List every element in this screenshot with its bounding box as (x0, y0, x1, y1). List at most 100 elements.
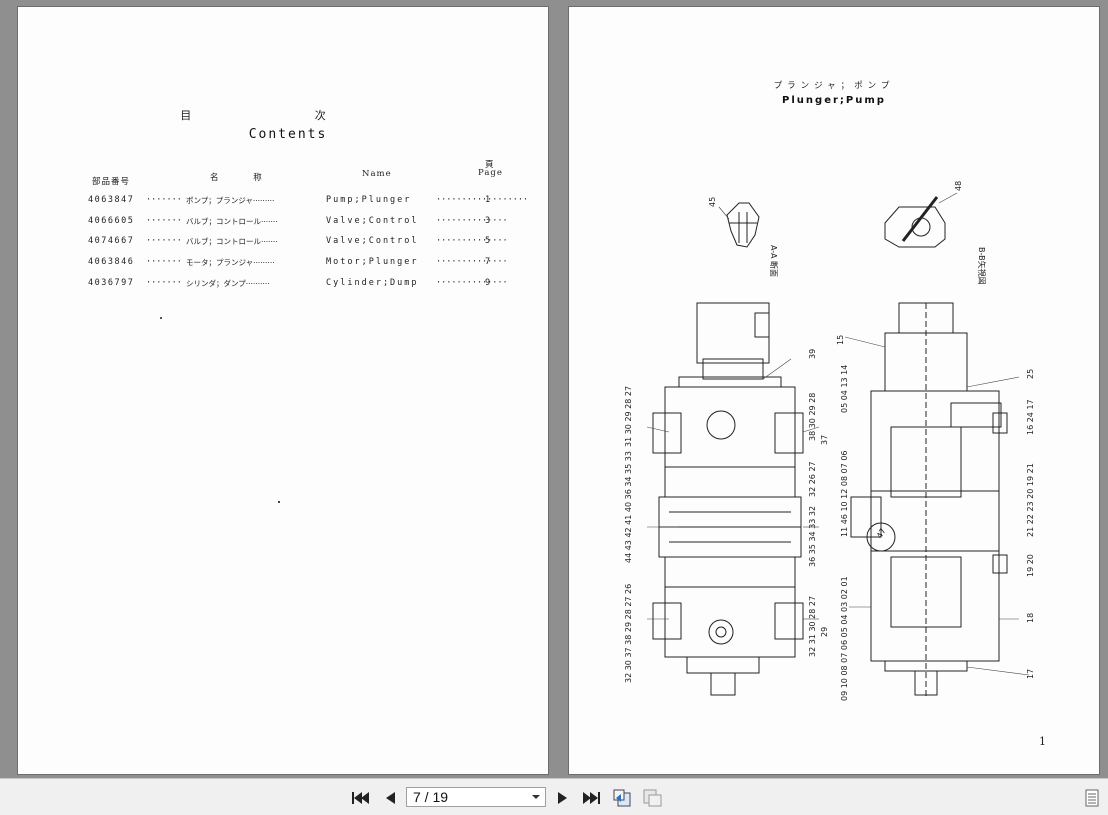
toc-leader-dots: ·············· (436, 277, 508, 288)
pump-assembly-left (652, 302, 804, 696)
toc-leader-dots: ·············· (436, 257, 508, 268)
label-right-mid1: 32 26 27 (808, 461, 817, 497)
toc-row[interactable]: 4036797 ······· シリンダ；ダンプ·········· Cylinder… (88, 278, 508, 290)
last-page-button[interactable] (582, 788, 602, 808)
label-sec-right-mid: 21 22 23 20 19 21 (1026, 463, 1035, 537)
label-29: 29 (820, 627, 829, 637)
toc-name-jp: ポンプ；プランジャ········· (186, 196, 275, 205)
document-page-right: プランジャ；ポンプ Plunger;Pump (569, 7, 1099, 774)
toc-name-en: Pump;Plunger (326, 195, 412, 205)
first-page-icon (352, 792, 369, 804)
toc-part-number: 4063846 (88, 257, 135, 268)
toc-page-number: 9 (485, 277, 491, 288)
toc-part-number: 4063847 (88, 195, 135, 205)
header-name-en: Name (362, 169, 392, 179)
label-sec-right-top: 16 24 17 (1026, 399, 1035, 435)
next-page-icon (558, 792, 567, 804)
label-left-mid: 44 43 42 41 40 36 34 35 33 (624, 451, 633, 563)
label-47: 47 (875, 527, 888, 540)
toc-leader-dots: ·············· (436, 215, 508, 226)
export-pages-button[interactable] (612, 788, 632, 808)
toc-part-number: 4036797 (88, 277, 135, 288)
toc-page-number: 7 (485, 257, 491, 268)
label-left-top: 31 30 29 28 27 (624, 386, 633, 447)
speck (160, 317, 162, 319)
leader-lines (646, 192, 1030, 676)
toc-name-en: Cylinder;Dump (326, 277, 419, 288)
toc-name-en: Valve;Control (326, 236, 419, 247)
toc-name-en: Motor;Plunger (326, 257, 419, 268)
contents-title-en: Contents (248, 127, 328, 142)
label-18: 18 (1026, 613, 1035, 623)
toc-name-en: Valve;Control (326, 215, 419, 226)
contents-title-jp: 目 次 (180, 109, 386, 122)
label-right-mid2: 36 35 34 33 32 (808, 506, 817, 567)
toc-leader-dots: ·················· (436, 195, 529, 205)
document-list-icon (1085, 789, 1099, 807)
document-viewport[interactable]: 目 次 Contents 部品番号 名 称 Name 頁 Page 406384… (0, 0, 1108, 778)
first-page-button[interactable] (350, 788, 370, 808)
export-pages-icon (613, 789, 631, 807)
label-section-aa: A-A 断面 (769, 245, 779, 277)
toc-part-number: 4074667 (88, 236, 135, 247)
label-25: 25 (1026, 369, 1035, 379)
navigation-toolbar: 7 / 19 (0, 778, 1108, 815)
previous-page-icon (386, 792, 395, 804)
drawing-title-en: Plunger;Pump (782, 95, 886, 106)
toc-row[interactable]: 4063846 ······· モータ；プランジャ········· Motor;Pl… (88, 257, 508, 269)
speck (278, 501, 280, 503)
header-page-en: Page (478, 168, 503, 178)
pump-assembly-right (850, 302, 1008, 697)
toc-page-number: 1 (485, 195, 491, 205)
label-39: 39 (808, 349, 817, 359)
label-section-bb: B-B矢視図 (977, 247, 987, 285)
toc-name-jp: シリンダ；ダンプ·········· (186, 278, 270, 288)
header-page-jp: 頁 (485, 160, 495, 170)
label-15: 15 (836, 335, 845, 345)
toc-page-number: 5 (485, 236, 491, 247)
label-right-top: 38 30 29 28 (808, 393, 817, 441)
toc-leader-dots: ······· (146, 277, 182, 288)
page-selector[interactable]: 7 / 19 (406, 787, 546, 807)
section-bb-view (884, 196, 946, 248)
toc-name-jp: バルブ；コントロール······· (186, 237, 278, 247)
page-number: 1 (1039, 735, 1046, 748)
import-pages-button[interactable] (642, 788, 662, 808)
toc-leader-dots: ······· (146, 195, 182, 205)
toc-leader-dots: ·············· (436, 236, 508, 247)
next-page-button[interactable] (553, 788, 573, 808)
toc-row[interactable]: 4063847 ······· ポンプ；プランジャ········· Pump;Plu… (88, 195, 528, 207)
page-indicator: 7 / 19 (413, 789, 449, 805)
plunger-pump-drawing: 45 A-A 断面 48 B-B矢視図 39 15 25 31 30 29 28… (624, 181, 1035, 701)
import-pages-icon (643, 789, 662, 807)
label-sec-left-mid: 11 46 10 12 08 07 06 (840, 450, 849, 537)
label-sec-right-low: 19 20 (1026, 554, 1035, 577)
toc-row[interactable]: 4066605 ······· バルブ；コントロール······· Valve;Con… (88, 216, 508, 228)
toc-row[interactable]: 4074667 ······· バルブ；コントロール······· Valve;Con… (88, 236, 508, 248)
chevron-down-icon (532, 795, 540, 799)
toc-leader-dots: ······· (146, 215, 182, 226)
toc-leader-dots: ······· (146, 257, 182, 268)
label-left-low: 32 30 37 38 29 28 27 26 (624, 584, 633, 683)
part-labels: 45 A-A 断面 48 B-B矢視図 39 15 25 31 30 29 28… (624, 181, 1035, 701)
toc-part-number: 4066605 (88, 215, 135, 226)
label-right-low: 32 31 30 28 27 (808, 596, 817, 657)
label-48: 48 (954, 181, 963, 191)
label-37: 37 (820, 435, 829, 445)
header-part-number: 部品番号 (92, 177, 131, 187)
last-page-icon (583, 792, 600, 804)
drawing-title-jp: プランジャ；ポンプ (773, 81, 895, 91)
header-name-jp: 名 称 (210, 173, 278, 183)
label-45: 45 (708, 197, 717, 207)
label-17: 17 (1026, 669, 1035, 679)
toc-leader-dots: ······· (146, 236, 182, 247)
section-aa-view (726, 202, 760, 248)
toc-name-jp: バルブ；コントロール······· (186, 216, 278, 226)
label-sec-left-top: 05 04 13 14 (840, 365, 849, 413)
thumbnails-toggle-button[interactable] (1082, 788, 1102, 808)
label-sec-left-low: 09 10 08 07 06 05 04 03 02 01 (840, 576, 849, 701)
toc-name-jp: モータ；プランジャ········· (186, 258, 275, 268)
toc-page-number: 3 (485, 215, 491, 226)
previous-page-button[interactable] (380, 788, 400, 808)
document-page-left: 目 次 Contents 部品番号 名 称 Name 頁 Page 406384… (18, 7, 548, 774)
